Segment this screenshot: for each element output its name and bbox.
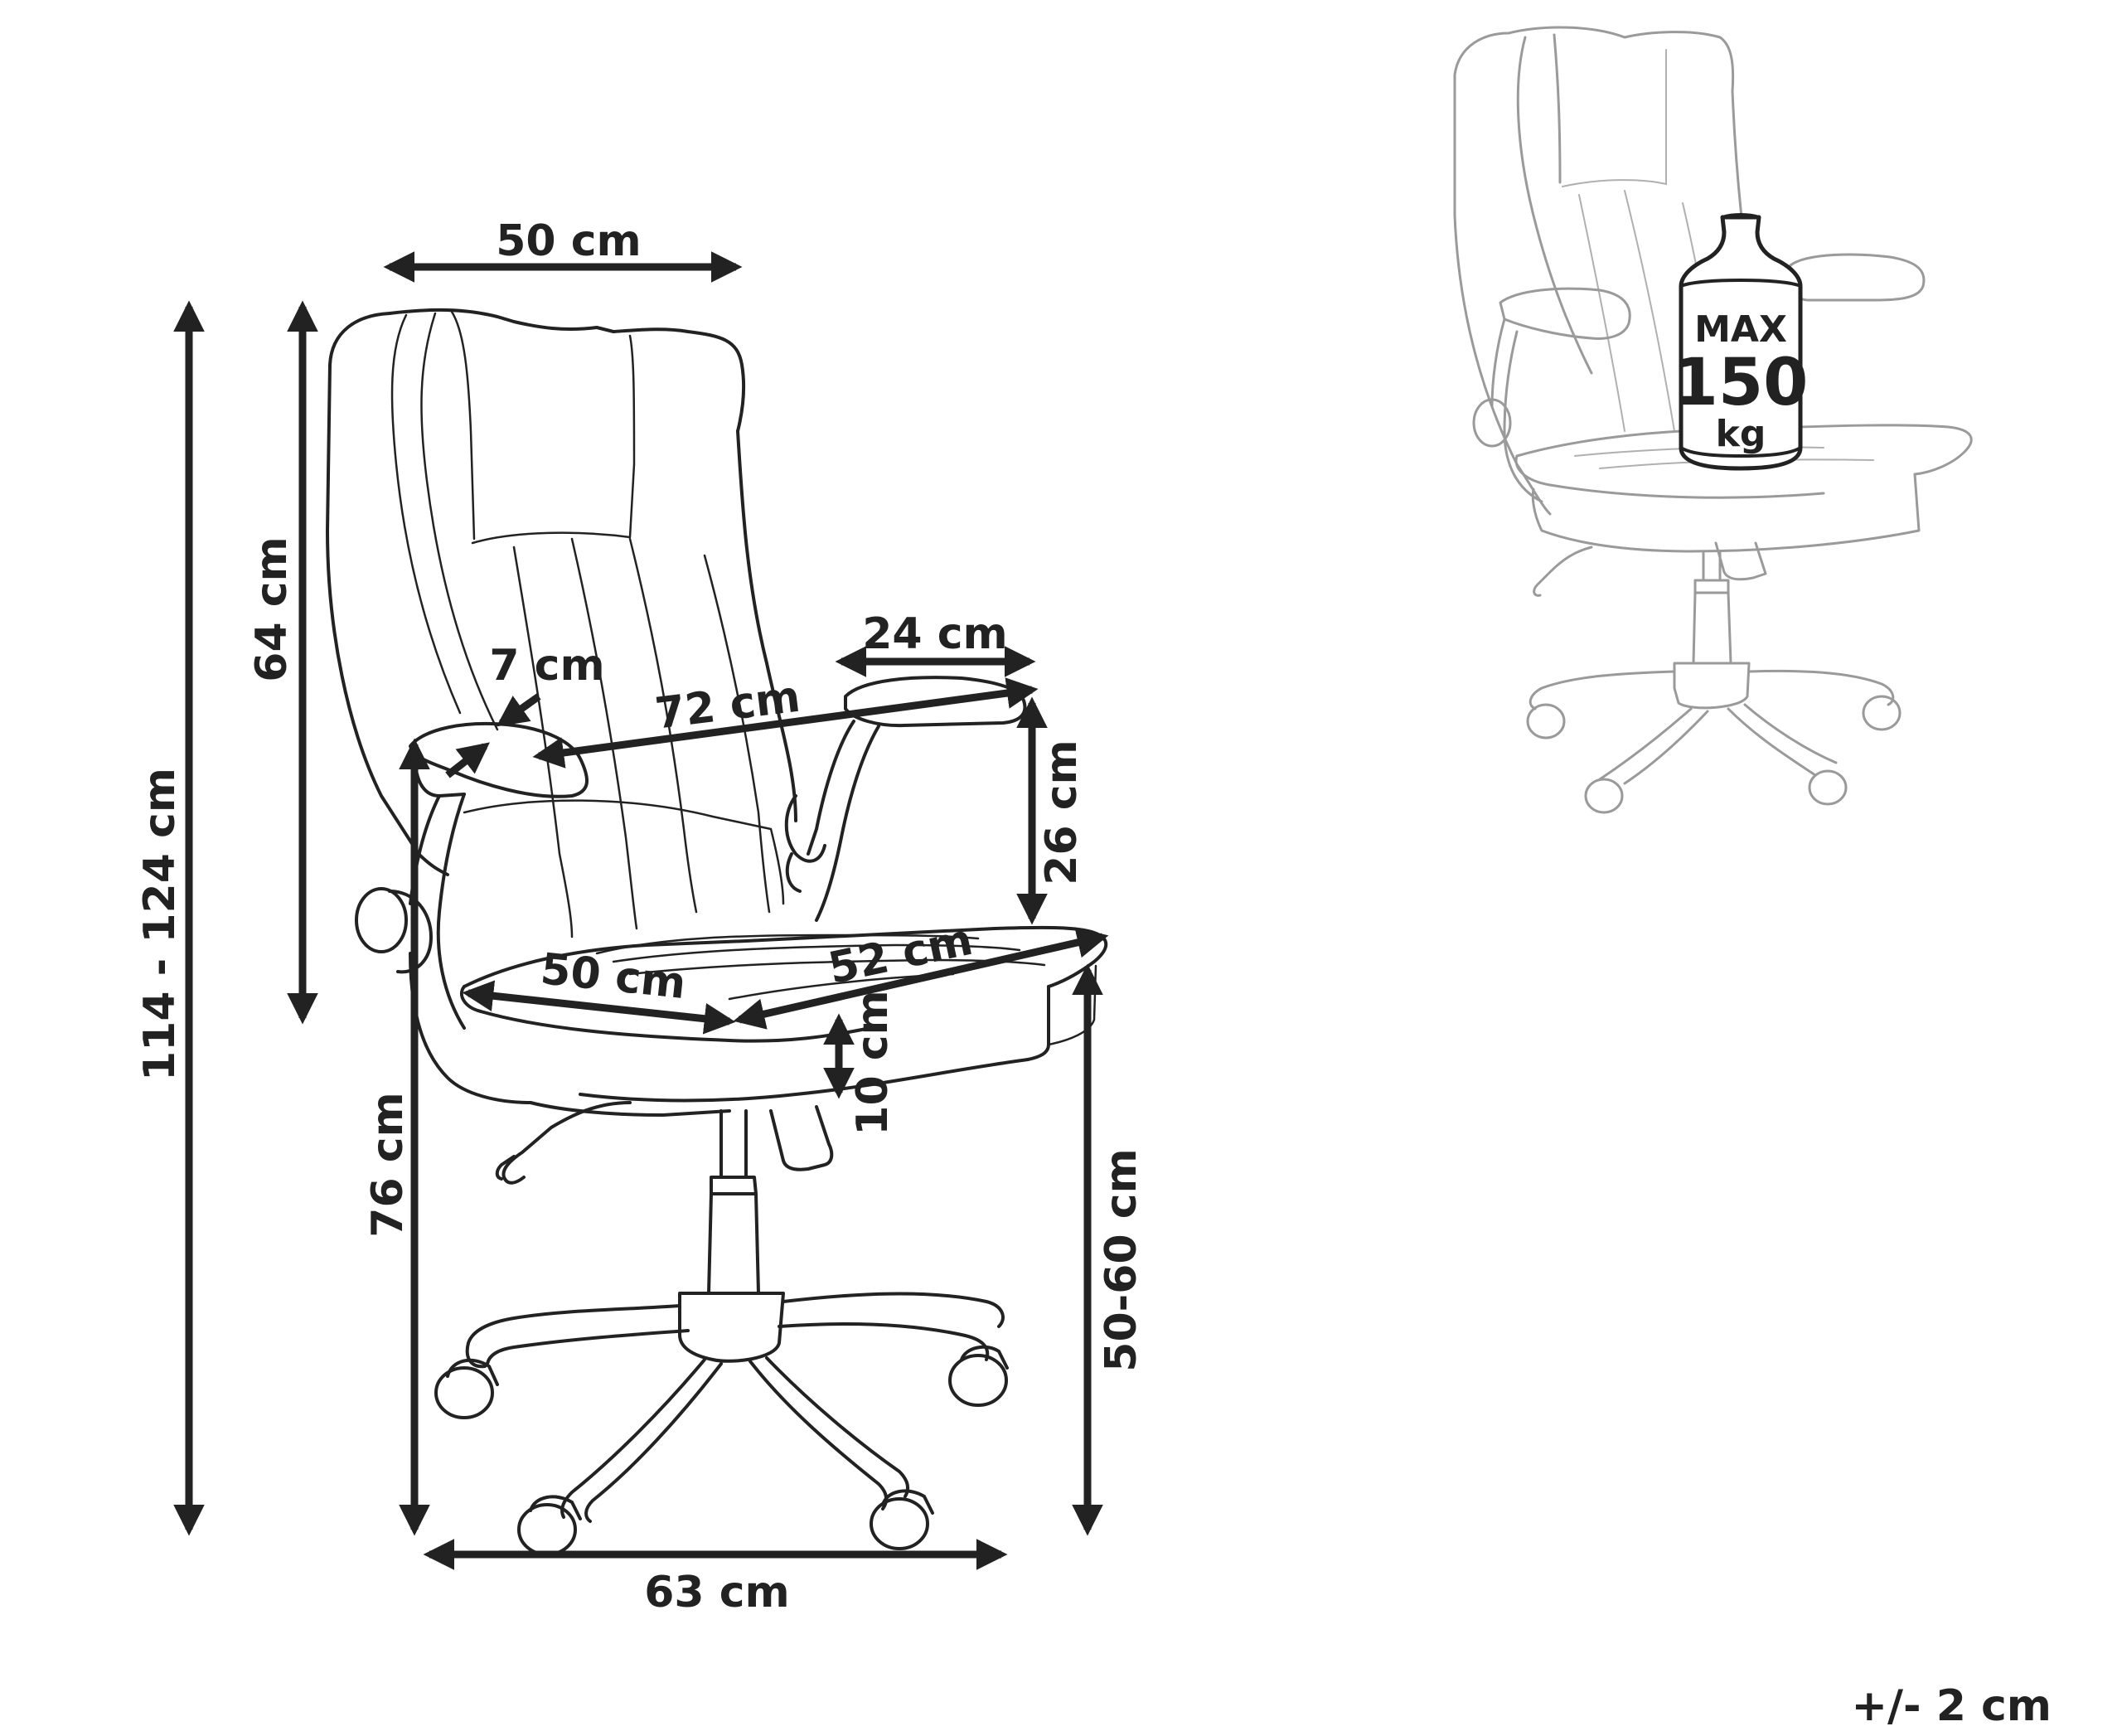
label-backrest-height: 64 cm [247, 536, 297, 681]
caster-wheel [870, 1489, 934, 1550]
label-seat-height: 50-60 cm [1097, 1148, 1146, 1371]
label-seat-thickness: 10 cm [848, 990, 898, 1135]
dimension-arrows [173, 251, 1109, 1570]
label-top-width: 50 cm [496, 216, 641, 266]
weight-badge-value: 150 [1674, 346, 1809, 420]
label-armrest-span: 72 cm [652, 672, 802, 739]
arrow-armrest-thickness [496, 693, 541, 727]
tolerance-note: +/- 2 cm [1851, 1681, 2052, 1731]
label-total-height: 114 - 124 cm [135, 768, 185, 1081]
max-weight-badge: MAX 150 kg [1674, 213, 1809, 471]
arrow-armrest-span [532, 677, 1039, 769]
dimension-labels: 50 cm 114 - 124 cm 64 cm 7 cm 72 cm 24 c… [135, 216, 1146, 1617]
office-chair-drawing [326, 308, 1108, 1556]
label-armrest-to-seat: 26 cm [1037, 739, 1087, 885]
label-armrest-thickness: 7 cm [489, 641, 604, 691]
weight-badge-max: MAX [1694, 308, 1787, 351]
arrow-armrest-thickness-lower [445, 742, 490, 778]
caster-wheel [434, 1358, 499, 1419]
arrow-seat-width [462, 980, 736, 1035]
arrow-seat-depth [733, 927, 1109, 1030]
label-armrest-floor-height: 76 cm [363, 1092, 413, 1237]
label-seat-width: 50 cm [538, 944, 688, 1009]
weight-badge-unit: kg [1716, 413, 1766, 455]
label-base-width: 63 cm [644, 1568, 789, 1617]
caster-wheel [517, 1495, 582, 1556]
caster-wheel [948, 1345, 1009, 1407]
label-armrest-length: 24 cm [862, 609, 1007, 659]
